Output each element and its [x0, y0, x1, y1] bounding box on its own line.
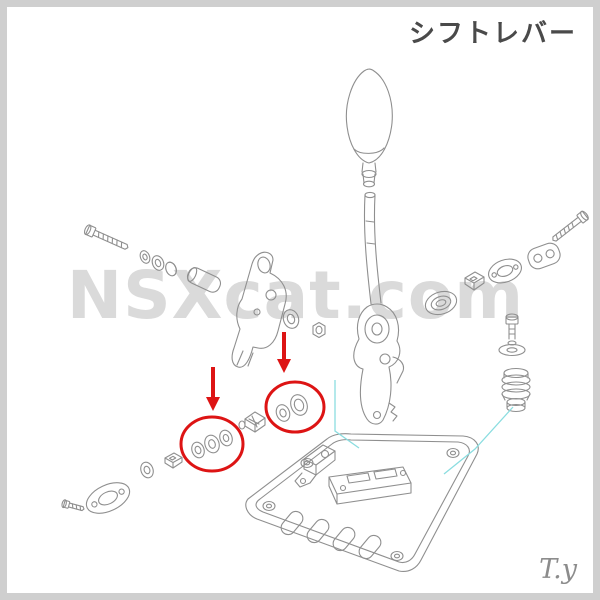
washer-set-left	[191, 429, 233, 459]
lever-assembly	[353, 303, 405, 425]
mount-flange	[85, 482, 131, 514]
highlight-annotations	[179, 332, 326, 473]
plate-slot	[306, 518, 330, 544]
spacer-block-left	[164, 452, 183, 469]
plate-slot	[280, 510, 304, 536]
connector-line-right	[443, 406, 514, 475]
plate-corner-hole	[262, 500, 276, 512]
plate-slot	[358, 534, 382, 560]
highlight-arrow-right	[277, 332, 291, 373]
connector-lines	[334, 380, 514, 475]
highlight-circle-right	[264, 380, 326, 434]
artist-signature: T.y	[539, 554, 577, 585]
pivot-bracket	[231, 251, 287, 368]
mount-grommet	[501, 367, 531, 413]
shift-knob	[345, 68, 393, 188]
nut-middle	[312, 321, 326, 339]
bolt-with-washer-right	[498, 313, 526, 357]
plate-corner-hole	[390, 550, 404, 562]
bolt-top-left	[83, 224, 129, 250]
joint-block	[238, 411, 266, 433]
bolt-bottom-left	[61, 499, 85, 512]
oval-gasket	[488, 258, 522, 284]
highlight-arrow-left	[206, 367, 220, 411]
highlight-circle-left	[179, 415, 245, 473]
bolt-top-right	[552, 210, 589, 242]
plate-bracket	[294, 444, 336, 488]
plate-slot	[332, 526, 356, 552]
boot-grommet	[424, 290, 458, 316]
page-title: シフトレバー	[408, 19, 577, 49]
parts-diagram	[61, 68, 589, 572]
bushing-cylinder	[186, 266, 222, 293]
washer-stack-top-left	[139, 250, 177, 277]
end-plate	[527, 242, 561, 270]
spacer-block	[464, 271, 485, 291]
washer-bottom-left	[140, 461, 154, 479]
washer-set-right	[275, 394, 308, 422]
lever-shaft	[363, 191, 382, 305]
plate-corner-hole	[446, 447, 460, 459]
base-plate	[245, 433, 479, 572]
bushing-ring-middle	[282, 309, 300, 329]
connector-line-left	[334, 380, 360, 449]
